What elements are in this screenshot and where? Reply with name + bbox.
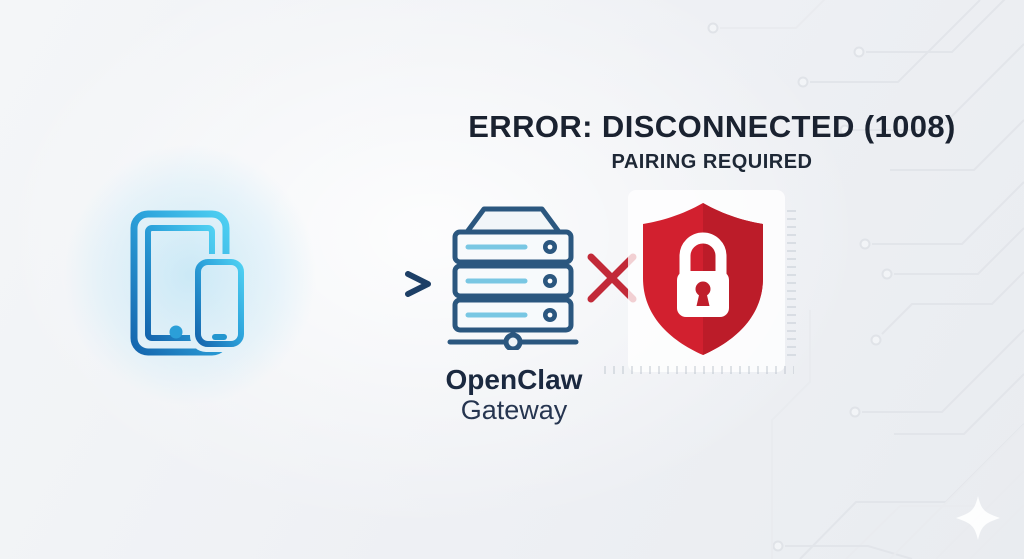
x-mark-icon [587,253,637,303]
device-glow-decoration [28,108,352,442]
gateway-name: OpenClaw [445,364,583,395]
error-header: ERROR: DISCONNECTED (1008) PAIRING REQUI… [450,110,974,174]
error-title: ERROR: DISCONNECTED (1008) [468,109,956,144]
tick-marks-decoration [604,366,794,374]
tick-marks-decoration [787,208,796,356]
circuit-pattern-decoration [707,0,1024,559]
gateway-type: Gateway [460,395,568,425]
error-subtitle: PAIRING REQUIRED [611,151,813,173]
server-stack-icon [447,206,579,350]
shield-lock-icon [643,203,763,355]
four-point-star-icon [956,496,1000,540]
arrow-right-icon [258,271,431,297]
gateway-label: OpenClaw Gateway [428,364,600,425]
tablet-and-phone-icon [130,210,244,356]
